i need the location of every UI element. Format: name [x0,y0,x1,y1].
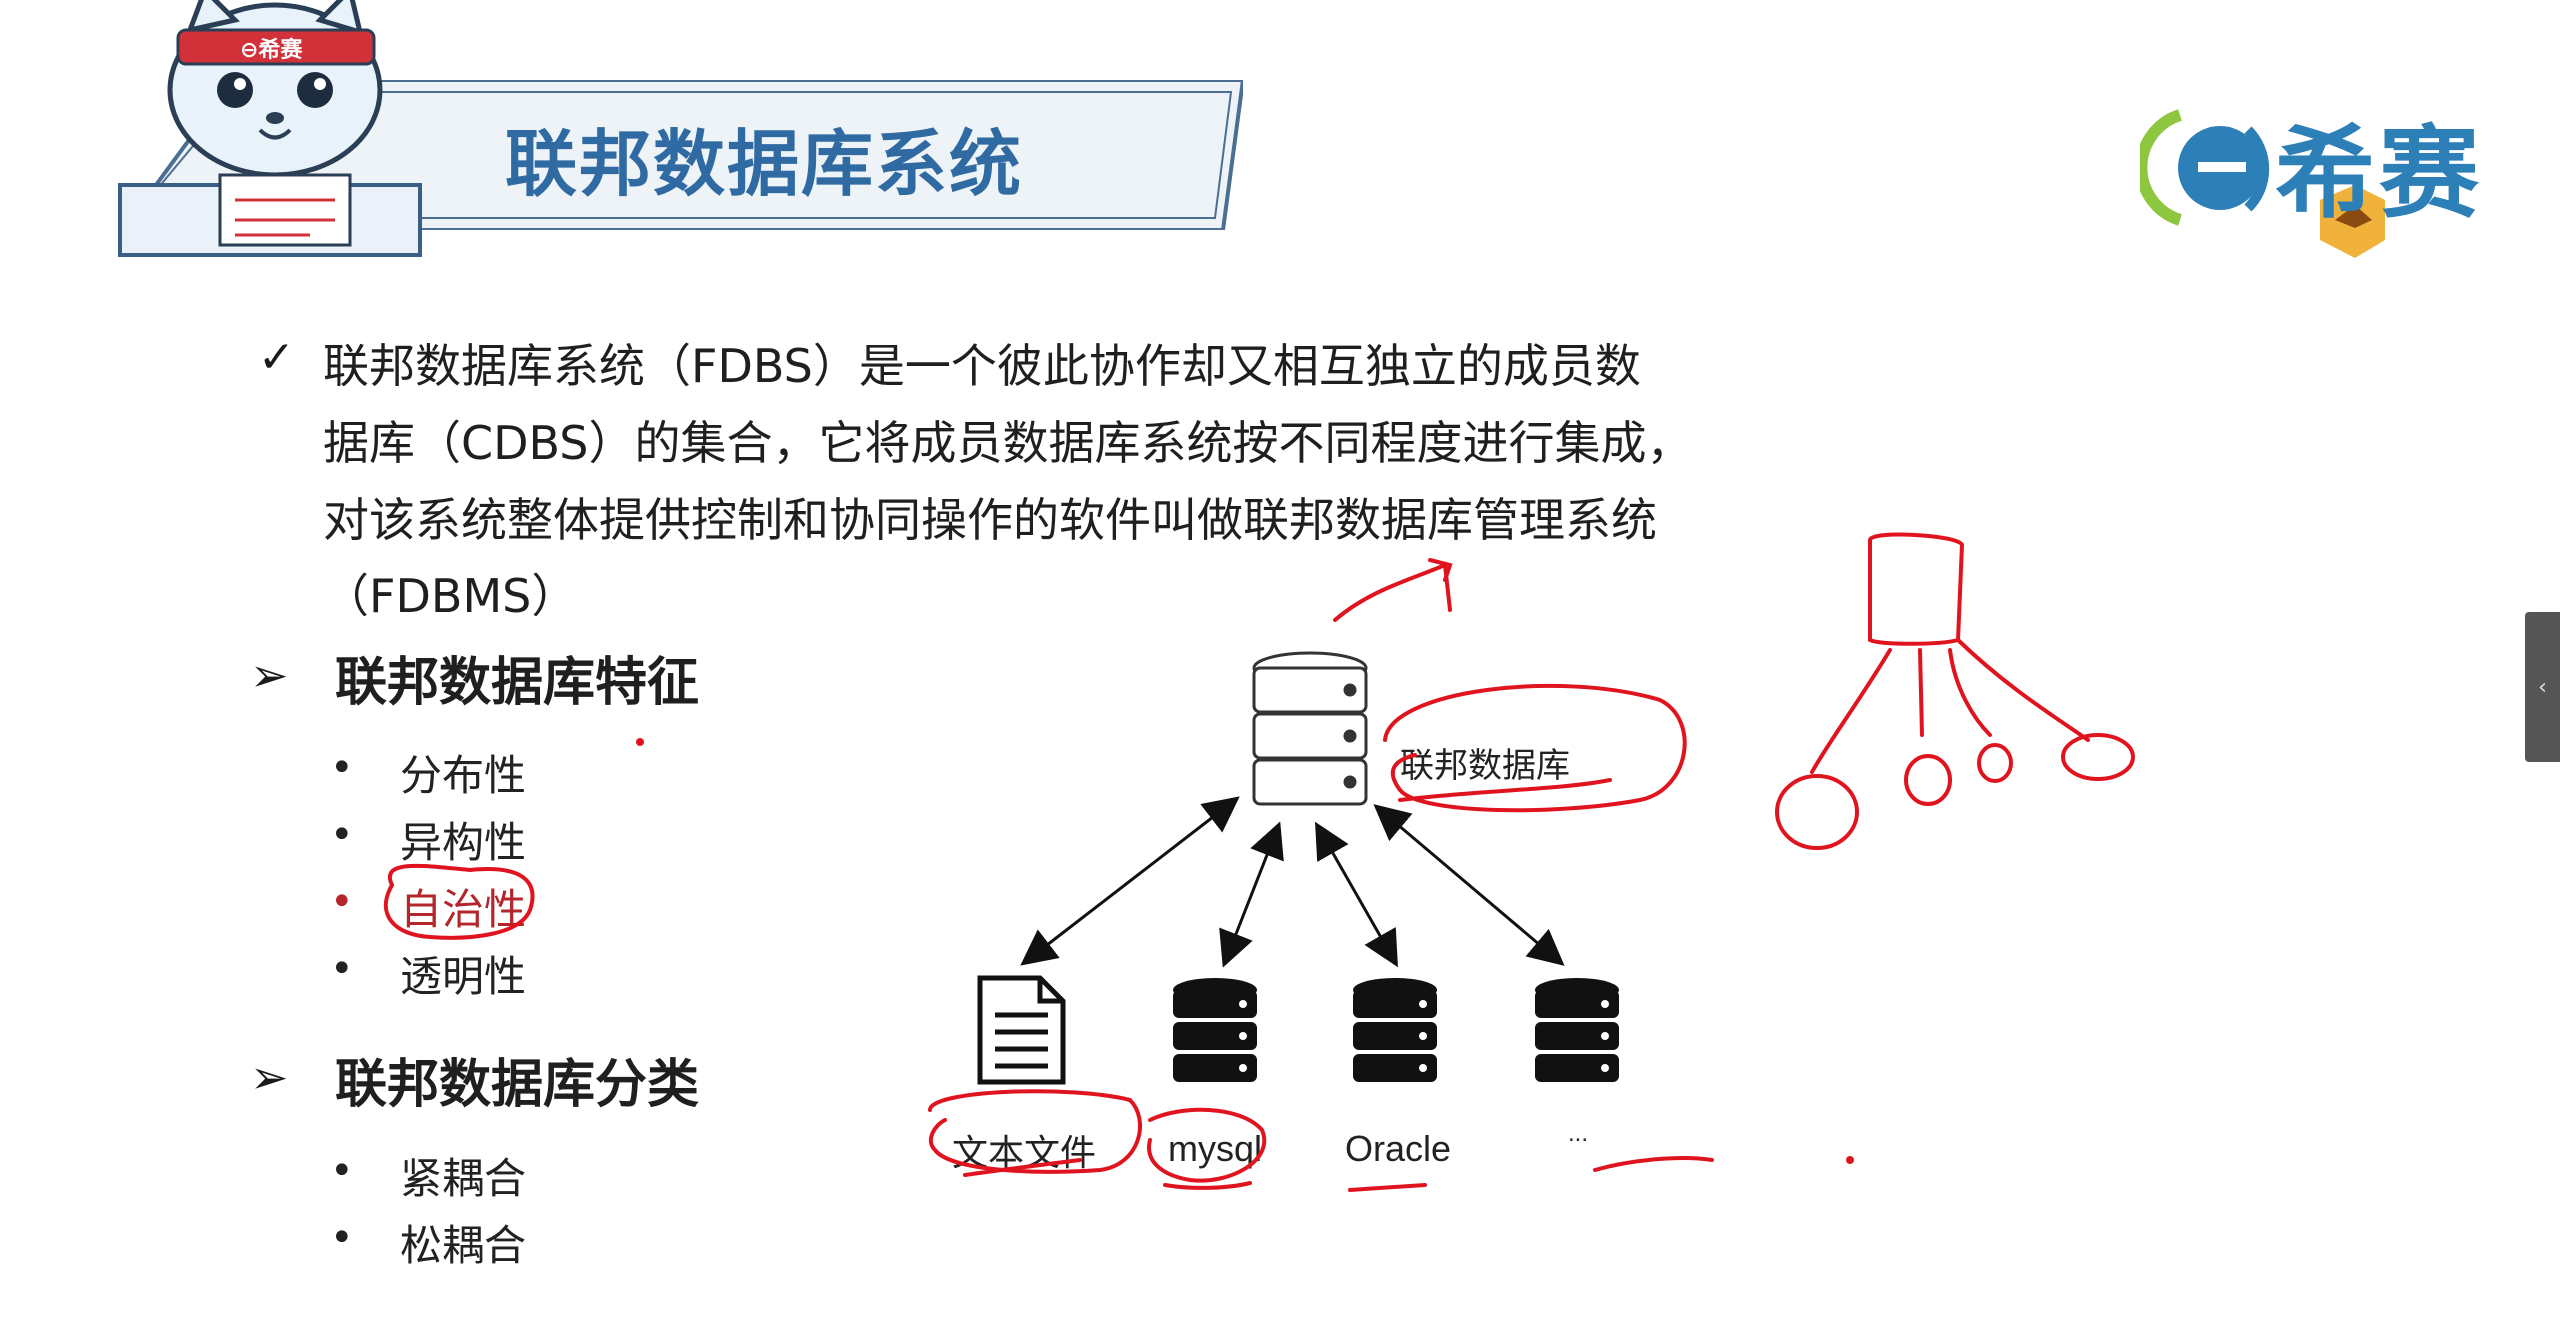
description-line: 联邦数据库系统（FDBS）是一个彼此协作却又相互独立的成员数 [323,339,1641,393]
section-title-classification: 联邦数据库分类 [335,1055,700,1115]
section-arrow-icon: ➢ [250,648,289,702]
feature-item: 分布性 [400,751,527,800]
description-line: （FDBMS） [323,569,578,623]
classification-item: 紧耦合 [400,1154,527,1203]
source-label-mysql: mysql [1168,1128,1263,1169]
feature-item: 透明性 [400,952,527,1001]
xisai-logo [2140,109,2385,258]
source-label-oracle: Oracle [1345,1128,1452,1169]
bullet-icon: • [330,745,354,791]
database-icon-oracle [1353,978,1437,1082]
section-arrow-icon: ➢ [250,1050,289,1104]
database-icon-mysql [1173,978,1257,1082]
feature-item: 异构性 [400,818,527,867]
description-line: 据库（CDBS）的集合，它将成员数据库系统按不同程度进行集成， [323,416,1693,470]
bullet-icon: • [330,879,354,925]
bullet-icon: • [330,812,354,858]
server-icon [1252,651,1368,806]
logo-text: 希赛 [2275,115,2483,232]
page-title: 联邦数据库系统 [505,122,1024,206]
side-panel-toggle[interactable]: ‹ [2525,612,2560,762]
source-label-more: ... [1568,1120,1589,1147]
mascot-band-text: ⊖希赛 [240,38,303,63]
document-icon [977,975,1066,1085]
bullet-icon: • [330,1215,354,1261]
section-title-features: 联邦数据库特征 [335,653,700,713]
description-line: 对该系统整体提供控制和协同操作的软件叫做联邦数据库管理系统 [323,493,1657,547]
bullet-icon: • [330,1148,354,1194]
mascot-illustration [118,0,422,257]
bullet-icon: • [330,946,354,992]
classification-item: 松耦合 [400,1221,527,1270]
federated-db-label: 联邦数据库 [1400,747,1570,785]
database-icon-other [1535,978,1619,1082]
check-icon: ✓ [258,332,295,383]
source-label-text-file: 文本文件 [952,1132,1097,1173]
